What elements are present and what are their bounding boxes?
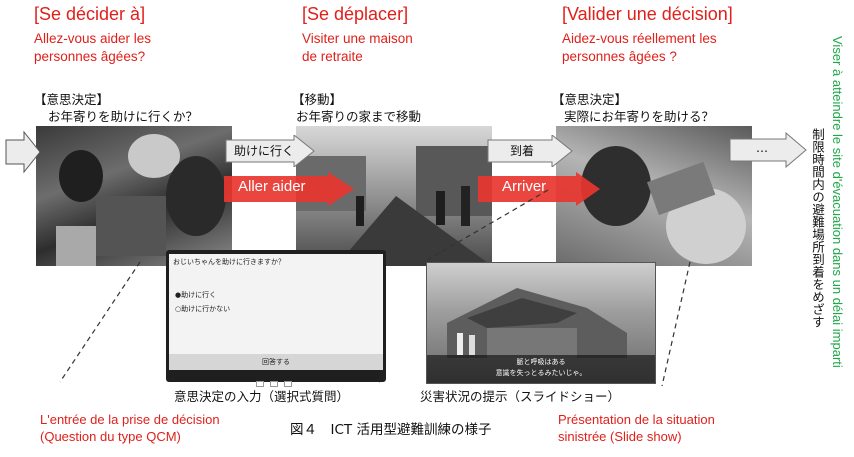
nav-recent-icon [284,381,292,387]
arrow-go-help-label: 助けに行く [234,144,295,158]
gray-arrow-shape-3 [729,132,807,168]
tablet-submit-button[interactable]: 回答する [169,354,383,370]
step3-text-ja: 実際にお年寄りを助ける？ [564,109,715,124]
tablet-frame: おじいちゃんを助けに行きますか？ ●助けに行く ○助けに行かない 回答する [166,250,386,387]
arrow-next-label: … [756,141,768,155]
collapsed-house-drawing [447,288,627,358]
red-arrow-aller-label: Aller aider [238,178,306,195]
gray-arrow-shape [225,135,315,167]
step2-title: [Se déplacer] [302,4,409,24]
photo-helping-shapes [581,146,746,264]
step1-title: [Se décider à] [34,4,146,24]
arrow-next: … [728,132,808,168]
gray-arrow-shape-2 [487,135,573,167]
caption-disaster-ja: 災害状況の提示（スライドショー） [420,389,621,404]
step1-text-ja: お年寄りを助けに行くか？ [48,109,199,124]
red-arrow-aller: Aller aider [224,172,356,206]
step2-text-ja: お年寄りの家まで移動 [296,109,422,124]
arrow-arrival: 到着 [486,135,574,167]
red-arrow-shape-2 [478,172,600,206]
step2-tag-ja: 【移動】 [292,92,343,107]
entry-arrow [5,130,41,174]
step3-title: [Valider une décision] [562,4,733,24]
tablet-option-yes[interactable]: ●助けに行く [175,291,217,299]
caption-disaster-fr-line1: Présentation de la situation [558,412,715,427]
nav-back-icon [256,381,264,387]
step1-subtitle-line1: Allez-vous aider les [34,31,152,46]
photo-decision-group [36,126,232,266]
caption-input-fr-line2: (Question du type QCM) [40,429,181,444]
photo-decision-shapes [56,134,226,266]
slideshow-caption-bar: 脈と呼吸はある 意識を失っとるみたいじゃ。 [427,355,655,383]
caption-input-ja: 意思決定の入力（選択式質問） [174,389,350,404]
tablet-nav-bar [256,372,296,387]
side-goal-ja: 制限時間内の避難場所到着をめざす [810,128,825,328]
slideshow-caption-line2: 意識を失っとるみたいじゃ。 [495,369,587,377]
step3-subtitle-line2: personnes âgées ? [562,49,677,64]
arrow-go-help: 助けに行く [224,135,316,167]
slideshow-image: 脈と呼吸はある 意識を失っとるみたいじゃ。 [426,262,656,384]
red-arrow-arriver: Arriver [478,172,602,206]
step2-subtitle-line1: Visiter une maison [302,31,413,46]
red-arrow-shape [224,172,354,206]
step1-subtitle-line2: personnes âgées? [34,49,146,64]
side-goal-fr: Viser à atteindre le site d'évacuation d… [830,36,845,368]
caption-input-fr-line1: L'entrée de la prise de décision [40,412,220,427]
arrow-arrival-label: 到着 [510,144,535,158]
tablet-screen: おじいちゃんを助けに行きますか？ ●助けに行く ○助けに行かない 回答する [169,254,383,370]
nav-home-icon [270,381,278,387]
step2-subtitle-line2: de retraite [302,49,363,64]
tablet-option-no[interactable]: ○助けに行かない [175,305,231,313]
step3-subtitle-line1: Aidez-vous réellement les [562,31,717,46]
figure-caption: 図４ ICT 活用型避難訓練の様子 [290,422,492,438]
step1-tag-ja: 【意思決定】 [34,92,110,107]
caption-disaster-fr-line2: sinistrée (Slide show) [558,429,682,444]
slideshow-caption-line1: 脈と呼吸はある [516,358,566,366]
tablet-question: おじいちゃんを助けに行きますか？ [173,258,285,266]
red-arrow-arriver-label: Arriver [502,178,547,195]
step3-tag-ja: 【意思決定】 [552,92,628,107]
